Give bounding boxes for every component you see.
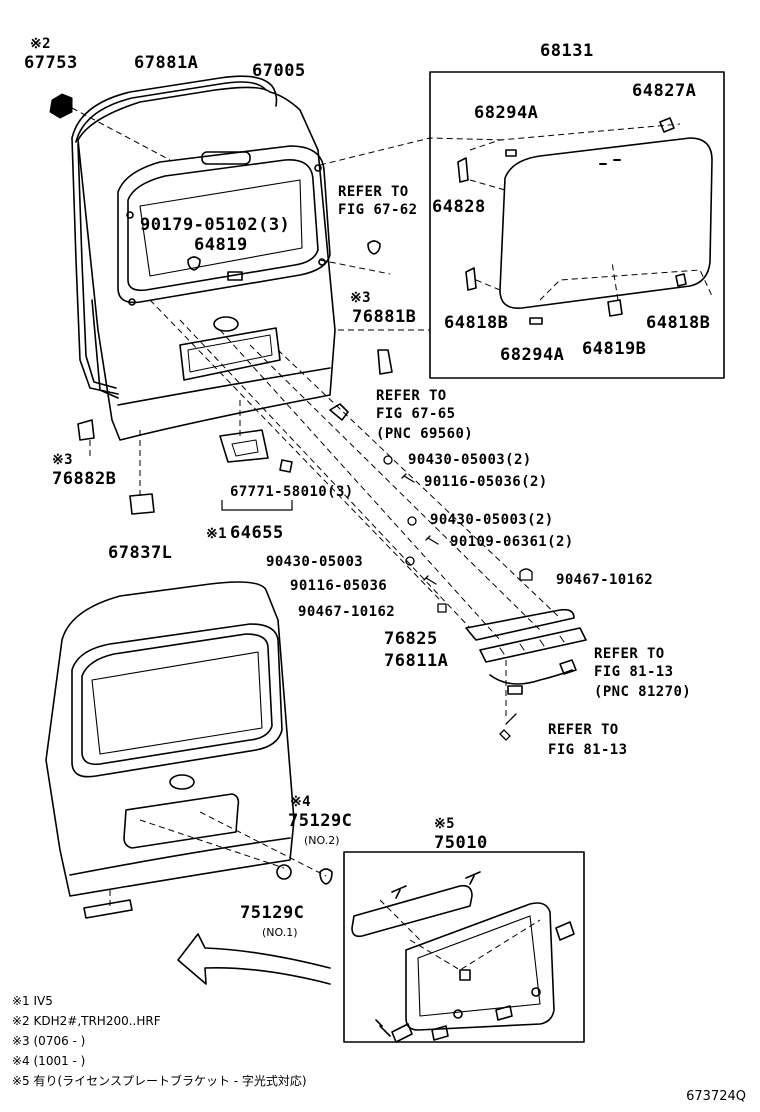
label-mark-1: ※1	[206, 526, 227, 542]
footnote-5: ※5 有り(ライセンスプレートブラケット - 字光式対応)	[12, 1074, 307, 1088]
label-90467-a: 90467-10162	[556, 572, 654, 588]
label-64818b-left: 64818B	[444, 313, 509, 333]
group-bracket	[221, 500, 293, 511]
label-76881b: 76881B	[352, 307, 417, 327]
label-64819b: 64819B	[582, 339, 647, 359]
leader-lines	[71, 107, 713, 971]
label-no1: (NO.1)	[262, 926, 298, 939]
label-68131: 68131	[540, 41, 594, 61]
label-68294a-top: 68294A	[474, 103, 539, 123]
label-64828: 64828	[432, 197, 486, 217]
weatherstrip-67881a	[71, 75, 278, 395]
label-67837l: 67837L	[108, 543, 173, 563]
label-67753: 67753	[24, 53, 78, 73]
footnote-3: ※3 (0706 - )	[12, 1034, 86, 1048]
label-64818b-right: 64818B	[646, 313, 711, 333]
fasteners	[383, 455, 533, 741]
label-refer-2b: FIG 67-65	[376, 406, 456, 422]
label-mark-2: ※2	[30, 36, 51, 52]
label-75129c-top: 75129C	[288, 811, 353, 831]
footnote-1: ※1 IV5	[12, 994, 53, 1008]
label-76882b: 76882B	[52, 469, 117, 489]
label-refer-3a: REFER TO	[594, 646, 665, 662]
label-90179: 90179-05102(3)	[140, 215, 291, 235]
label-90109: 90109-06361(2)	[450, 534, 574, 550]
label-90430-a: 90430-05003(2)	[408, 452, 532, 468]
label-mark-4: ※4	[290, 794, 311, 810]
label-75010: 75010	[434, 833, 488, 853]
clips	[77, 240, 393, 515]
label-mark-3a: ※3	[350, 290, 371, 306]
label-refer-4a: REFER TO	[548, 722, 619, 738]
label-64819: 64819	[194, 235, 248, 255]
label-67771: 67771-58010(3)	[230, 484, 354, 500]
label-67881a: 67881A	[134, 53, 199, 73]
footnote-4: ※4 (1001 - )	[12, 1054, 86, 1068]
label-refer-2a: REFER TO	[376, 388, 447, 404]
back-door-upper	[77, 86, 336, 441]
label-76811a: 76811A	[384, 651, 449, 671]
catalog-number: 673724Q	[686, 1089, 746, 1104]
label-90116-a: 90116-05036(2)	[424, 474, 548, 490]
label-refer-1b: FIG 67-62	[338, 202, 418, 218]
label-68294a-bottom: 68294A	[500, 345, 565, 365]
label-no2: (NO.2)	[304, 834, 340, 847]
label-90467-b: 90467-10162	[298, 604, 396, 620]
label-90430-b: 90430-05003(2)	[430, 512, 554, 528]
label-refer-3c: (PNC 81270)	[594, 684, 692, 700]
footnote-2: ※2 KDH2#,TRH200..HRF	[12, 1014, 161, 1028]
part-67753	[49, 93, 73, 119]
label-64827a: 64827A	[632, 81, 697, 101]
license-garnish	[465, 608, 587, 695]
label-64655: 64655	[230, 523, 284, 543]
label-90430-c: 90430-05003	[266, 554, 364, 570]
label-refer-2c: (PNC 69560)	[376, 426, 474, 442]
direction-arrow	[177, 933, 331, 985]
label-refer-3b: FIG 81-13	[594, 664, 674, 680]
label-mark-3b: ※3	[52, 452, 73, 468]
label-67005: 67005	[252, 61, 306, 81]
back-glass-box	[429, 71, 725, 379]
license-bracket-box	[343, 851, 585, 1043]
label-mark-5: ※5	[434, 816, 455, 832]
back-door-lower	[45, 581, 333, 919]
label-90116-b: 90116-05036	[290, 578, 388, 594]
label-76825: 76825	[384, 629, 438, 649]
label-refer-4b: FIG 81-13	[548, 742, 628, 758]
label-refer-1a: REFER TO	[338, 184, 409, 200]
label-75129c-bottom: 75129C	[240, 903, 305, 923]
